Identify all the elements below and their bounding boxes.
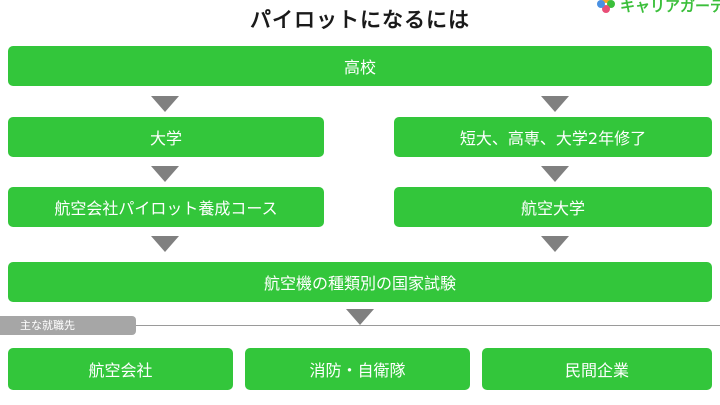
node-high-school-label: 高校	[343, 58, 376, 77]
section-divider	[0, 325, 720, 326]
employer-label: 航空会社	[88, 361, 153, 380]
section-label: 主な就職先	[0, 316, 136, 335]
node-university: 大学	[8, 117, 324, 157]
node-national-exam: 航空機の種類別の国家試験	[8, 262, 712, 302]
node-aviation-university: 航空大学	[394, 187, 712, 227]
page-title: パイロットになるには	[250, 8, 470, 32]
arrow-down-icon	[541, 96, 569, 112]
node-airline-course-label: 航空会社パイロット養成コース	[54, 199, 278, 218]
logo-text: キャリアガーデン	[620, 0, 720, 14]
arrow-down-icon	[541, 166, 569, 182]
employer-label: 民間企業	[564, 361, 629, 380]
arrow-down-icon	[151, 236, 179, 252]
logo-flower-icon	[597, 0, 615, 13]
arrow-down-icon	[541, 236, 569, 252]
node-university-label: 大学	[149, 129, 182, 148]
arrow-down-icon	[151, 166, 179, 182]
employer-private-company: 民間企業	[482, 348, 712, 390]
node-airline-course: 航空会社パイロット養成コース	[8, 187, 324, 227]
node-high-school: 高校	[8, 46, 712, 86]
brand-logo: キャリアガーデン	[596, 0, 720, 14]
arrow-down-icon	[151, 96, 179, 112]
node-short-college-label: 短大、高専、大学2年修了	[459, 129, 647, 148]
employer-label: 消防・自衛隊	[309, 361, 406, 380]
node-national-exam-label: 航空機の種類別の国家試験	[263, 274, 456, 293]
employer-airline: 航空会社	[8, 348, 233, 390]
node-short-college: 短大、高専、大学2年修了	[394, 117, 712, 157]
employer-fire-defense: 消防・自衛隊	[245, 348, 470, 390]
node-aviation-university-label: 航空大学	[520, 199, 585, 218]
arrow-down-icon	[346, 309, 374, 325]
